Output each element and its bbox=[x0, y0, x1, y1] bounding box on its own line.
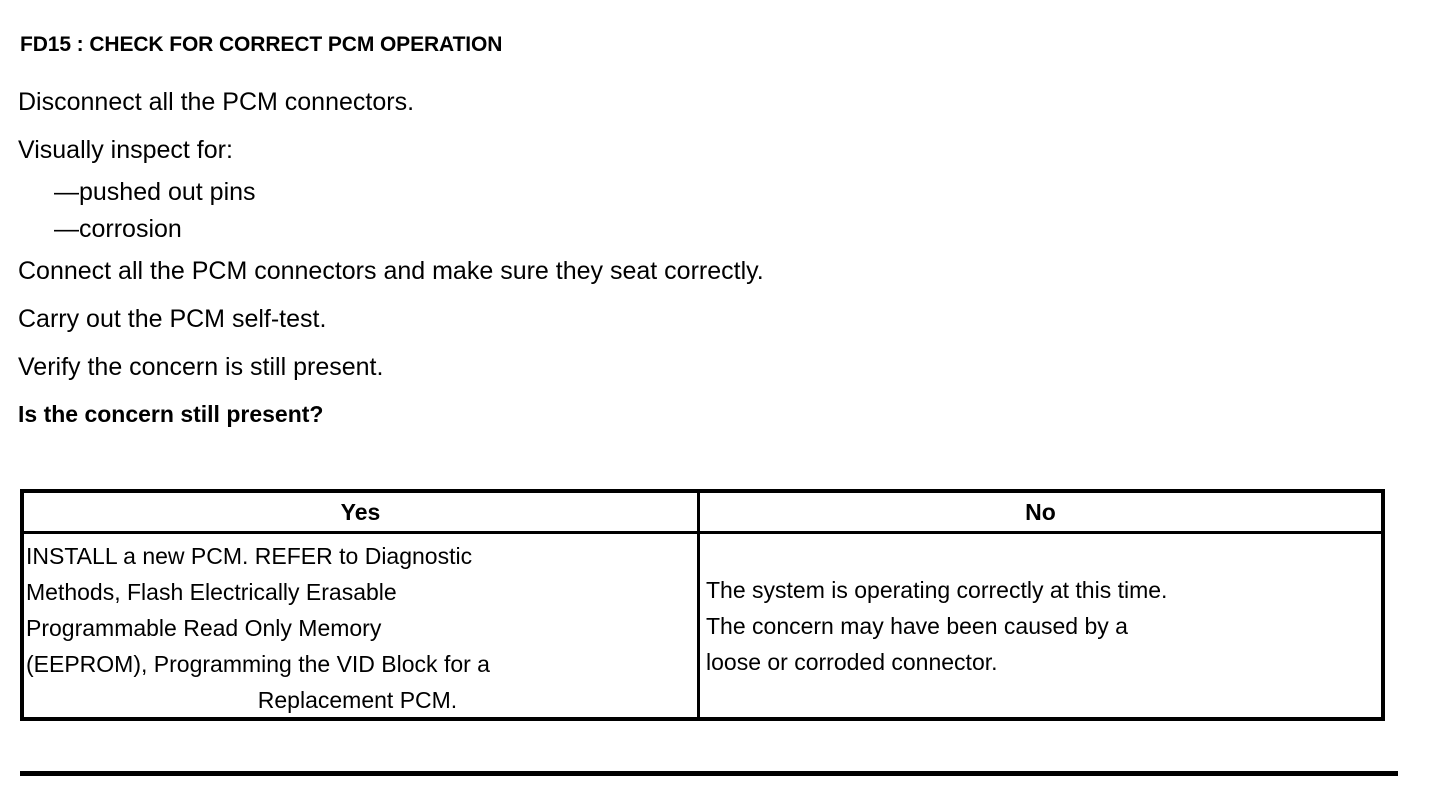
table-header-no: No bbox=[1025, 499, 1056, 525]
table-header-row: Yes No bbox=[24, 493, 1381, 534]
table-cell-no: The system is operating correctly at thi… bbox=[700, 534, 1381, 717]
table-body-row: INSTALL a new PCM. REFER to Diagnostic M… bbox=[24, 534, 1381, 717]
yes-cell-line-5: Replacement PCM. bbox=[257, 687, 458, 713]
instruction-line-verify: Verify the concern is still present. bbox=[18, 353, 384, 381]
instruction-line-disconnect: Disconnect all the PCM connectors. bbox=[18, 88, 415, 116]
table-header-yes: Yes bbox=[24, 493, 700, 531]
instruction-bullet-corrosion: —corrosion bbox=[54, 215, 182, 243]
no-cell-line-2: The concern may have been caused by a bbox=[706, 612, 1128, 639]
decision-table: Yes No INSTALL a new PCM. REFER to Diagn… bbox=[20, 489, 1385, 721]
instruction-bullet-pushed-out-pins: —pushed out pins bbox=[54, 178, 256, 206]
table-cell-yes: INSTALL a new PCM. REFER to Diagnostic M… bbox=[24, 534, 700, 717]
yes-cell-line-1: INSTALL a new PCM. REFER to Diagnostic bbox=[26, 543, 473, 569]
no-cell-line-1: The system is operating correctly at thi… bbox=[706, 576, 1168, 603]
yes-cell-line-3: Programmable Read Only Memory bbox=[26, 615, 382, 641]
decision-question: Is the concern still present? bbox=[18, 401, 324, 427]
no-cell-line-3: loose or corroded connector. bbox=[706, 648, 998, 675]
yes-cell-line-4: (EEPROM), Programming the VID Block for … bbox=[26, 651, 490, 677]
instruction-line-self-test: Carry out the PCM self-test. bbox=[18, 305, 327, 333]
instruction-line-connect: Connect all the PCM connectors and make … bbox=[18, 257, 764, 285]
instruction-list: Disconnect all the PCM connectors. Visua… bbox=[18, 78, 1398, 437]
yes-cell-line-2: Methods, Flash Electrically Erasable bbox=[26, 579, 397, 605]
page-title: FD15 : CHECK FOR CORRECT PCM OPERATION bbox=[20, 33, 503, 56]
instruction-line-inspect: Visually inspect for: bbox=[18, 136, 233, 164]
footer-divider-rule bbox=[20, 771, 1398, 776]
